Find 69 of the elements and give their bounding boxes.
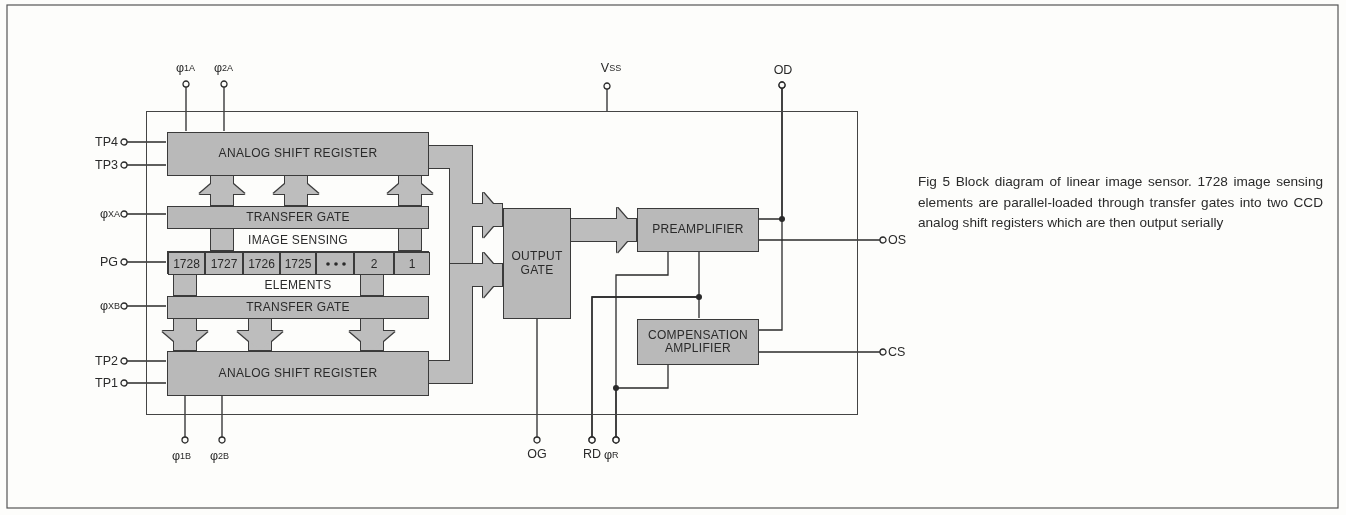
pin-label: CS [888, 344, 918, 360]
pin-label: TP3 [80, 157, 118, 173]
signal-line [588, 296, 700, 444]
charge-transfer-band [174, 273, 196, 295]
array-label: IMAGE SENSING [247, 233, 349, 247]
element-cell [243, 252, 280, 275]
signal-line [220, 80, 228, 132]
charge-transfer-band [399, 228, 421, 251]
block-arrow [570, 206, 637, 254]
block-label: ANALOG SHIFT REGISTER [218, 366, 378, 381]
signal-line [181, 394, 189, 444]
cell-label: 1725 [284, 256, 312, 271]
block-arrow [198, 174, 246, 205]
figure-caption: Fig 5 Block diagram of linear image sensor. 1728 image sensing elements are parallel-loaded through transfer gates into two CCD analog shift registers which are then output serially [918, 173, 1323, 232]
element-cell [168, 252, 205, 275]
signal-line [120, 258, 167, 266]
signal-line [612, 363, 669, 444]
signal-line [757, 236, 887, 244]
block-label: OUTPUT GATE [510, 250, 564, 277]
charge-transfer-band [211, 228, 233, 251]
signal-line [182, 80, 190, 132]
cell-label: 2 [370, 256, 378, 271]
signal-line [120, 210, 167, 218]
signal-line [603, 82, 611, 112]
shift-register-block [167, 132, 429, 176]
charge-transfer-band [361, 273, 383, 295]
signal-line [120, 161, 167, 169]
pin-label: TP2 [80, 353, 118, 369]
transfer-gate-block [167, 206, 429, 229]
signal-line [533, 317, 541, 444]
output-gate-block [503, 208, 571, 319]
signal-line [120, 302, 167, 310]
cell-label: 1 [408, 256, 416, 271]
chip-outline [146, 111, 858, 415]
block-arrow [386, 174, 434, 205]
pin-label: OS [888, 232, 918, 248]
signal-line [757, 348, 887, 356]
element-cell [205, 252, 243, 275]
cell-label: 1726 [248, 256, 275, 271]
block-label: PREAMPLIFIER [652, 223, 744, 237]
signal-line [757, 81, 786, 331]
pin-label: TP4 [80, 134, 118, 150]
element-cell [316, 252, 354, 275]
pin-label: TP1 [80, 375, 118, 391]
transfer-gate-block [167, 296, 429, 319]
signal-line [218, 394, 226, 444]
cell-label: 1728 [173, 256, 200, 271]
block-arrow [428, 251, 503, 383]
pin-label: PG [80, 254, 118, 270]
amplifier-block [637, 208, 759, 252]
block-arrow [272, 174, 320, 205]
block-arrow [236, 318, 284, 351]
block-label: ANALOG SHIFT REGISTER [218, 147, 378, 161]
element-cell [354, 252, 394, 275]
block-arrow [348, 318, 396, 351]
block-label: COMPENSATION AMPLIFIER [646, 328, 750, 356]
array-label: ELEMENTS [263, 278, 333, 292]
signal-line [120, 357, 167, 365]
pin-label: OD [768, 62, 798, 78]
block-label: TRANSFER GATE [246, 300, 350, 315]
block-label: TRANSFER GATE [246, 210, 350, 225]
shift-register-block [167, 351, 429, 396]
amplifier-block [637, 319, 759, 365]
cell-label: 1727 [210, 256, 238, 271]
block-arrow [161, 318, 209, 351]
element-cell [394, 252, 430, 275]
pin-label: OG [522, 446, 552, 462]
signal-line [120, 379, 167, 387]
signal-line [120, 138, 167, 146]
